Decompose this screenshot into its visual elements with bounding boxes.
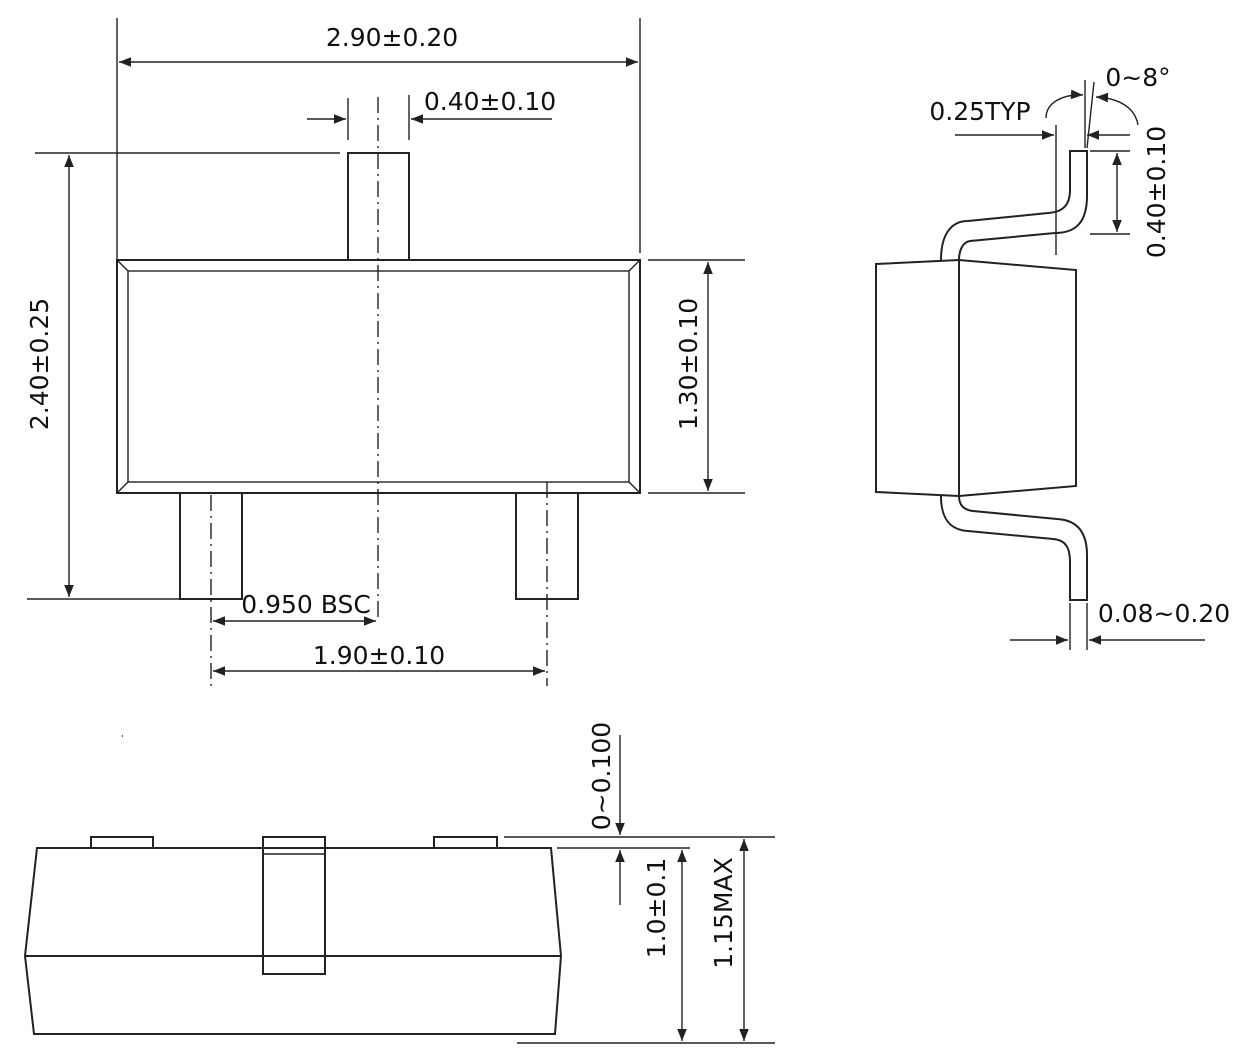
label-body-width: 2.90±0.20 xyxy=(326,23,458,52)
side-body-outline xyxy=(875,258,1077,498)
top-view: 2.90±0.20 0.40±0.10 2.40±0.25 1.30±0.10 … xyxy=(25,18,745,690)
side-view: 0~8° 0.25TYP 0.40±0.10 0.08~0.20 xyxy=(875,63,1230,650)
label-foot-length: 0.40±0.10 xyxy=(1142,126,1171,258)
label-max-height: 1.15MAX xyxy=(709,857,738,968)
front-lead-right xyxy=(433,836,498,849)
label-overall-height: 2.40±0.25 xyxy=(25,298,54,430)
front-body-outline xyxy=(23,847,563,1035)
label-body-thickness: 1.0±0.1 xyxy=(642,858,671,958)
label-standoff: 0~0.100 xyxy=(587,722,616,830)
side-lead-lower xyxy=(940,495,1088,601)
label-lead-span: 1.90±0.10 xyxy=(313,641,445,670)
side-lead-upper xyxy=(940,150,1088,261)
dim-arc-lead-angle xyxy=(1045,89,1084,119)
lead-bottom-left xyxy=(179,492,243,600)
label-lead-thickness: 0.25TYP xyxy=(929,97,1030,126)
label-lead-angle: 0~8° xyxy=(1105,63,1170,92)
label-lead-width: 0.40±0.10 xyxy=(424,87,556,116)
front-view: 0~0.100 1.0±0.1 1.15MAX xyxy=(23,722,775,1044)
label-body-height: 1.30±0.10 xyxy=(674,298,703,430)
label-lead-bend-width: 0.08~0.20 xyxy=(1098,599,1230,628)
front-lead-left xyxy=(90,836,154,849)
front-lead-center xyxy=(262,836,326,975)
label-pitch: 0.950 BSC xyxy=(241,590,371,619)
